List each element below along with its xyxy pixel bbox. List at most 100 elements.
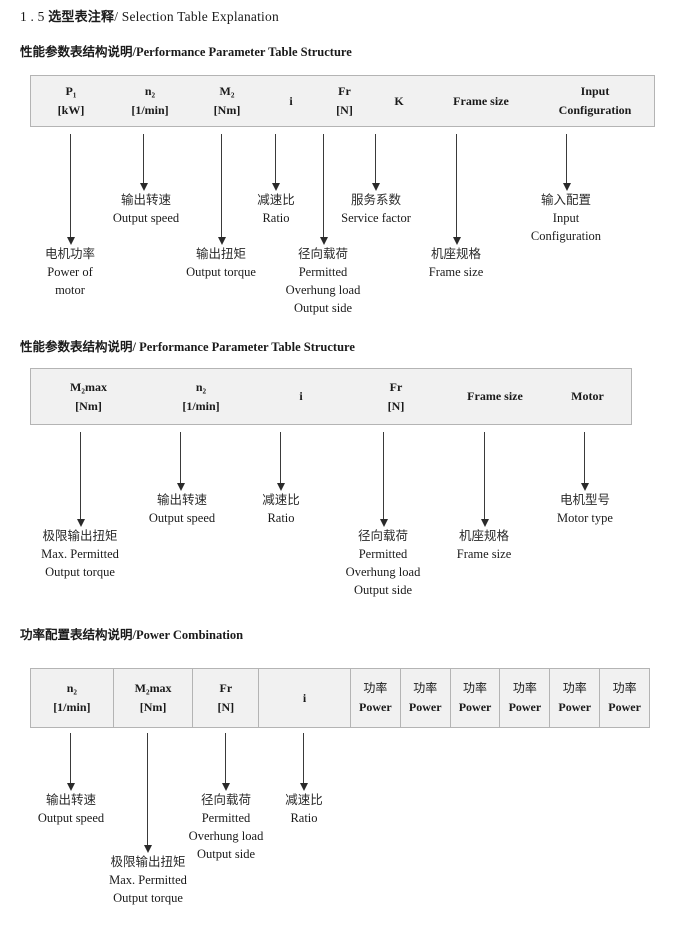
- table-2-col-fr-symbol: Fr: [389, 379, 403, 394]
- annotation-max-permitted-output-torque-en-2: Output torque: [45, 565, 115, 580]
- annotation-output-speed-2-cn: 输出转速: [156, 492, 207, 507]
- table-1-col-m2-symbol: M₂: [219, 84, 235, 99]
- arrow-to-ratio: [271, 134, 280, 191]
- annotation-input-configuration-en-2: Configuration: [530, 229, 602, 244]
- annotation-frame-size-2-en-1: Frame size: [456, 547, 512, 562]
- table-2-col-n2-symbol: n₂: [195, 379, 207, 394]
- table-3-col-power-5-en: Power: [558, 700, 592, 714]
- arrow-to-motor-type: [580, 432, 589, 491]
- section-3-heading-cn: 功率配置表结构说明: [20, 627, 133, 642]
- annotation-frame-size-2-cn: 机座规格: [458, 528, 509, 543]
- table-3-col-fr-unit: [N]: [217, 700, 235, 714]
- table-3-col-power-2: 功率 Power: [399, 669, 450, 727]
- annotation-output-speed: 输出转速 Output speed: [113, 191, 179, 227]
- annotation-permitted-overhung-load-3-en-1: Permitted: [201, 811, 251, 826]
- table-2-col-m2max-unit: [Nm]: [75, 398, 102, 413]
- page-title: 1 . 5 选型表注释/ Selection Table Explanation: [20, 6, 279, 25]
- table-3-col-m2max-symbol: M₂max: [134, 681, 172, 696]
- arrow-to-permitted-overhung-load: [319, 134, 328, 245]
- annotation-ratio-3: 减速比 Ratio: [285, 791, 323, 827]
- table-3-col-power-4-en: Power: [508, 700, 542, 714]
- table-1-col-n2-symbol: n₂: [144, 84, 156, 99]
- annotation-input-configuration-en-1: Input: [552, 211, 580, 226]
- annotation-ratio-3-en-1: Ratio: [290, 811, 318, 826]
- section-1-heading: 性能参数表结构说明/Performance Parameter Table St…: [20, 41, 352, 60]
- annotation-service-factor: 服务系数 Service factor: [341, 191, 411, 227]
- table-3-col-n2-unit: [1/min]: [53, 700, 91, 714]
- table-2-col-m2max: M₂max [Nm]: [31, 369, 146, 424]
- table-3-col-n2: n₂ [1/min]: [31, 669, 113, 727]
- annotation-output-speed-3-en-1: Output speed: [37, 811, 105, 826]
- annotation-ratio-3-cn: 减速比: [285, 792, 323, 807]
- arrow-to-output-torque: [217, 134, 226, 245]
- annotation-permitted-overhung-load-3-en-2: Overhung load: [188, 829, 264, 844]
- annotation-permitted-overhung-load-2-cn: 径向载荷: [357, 528, 409, 543]
- annotation-output-speed-2: 输出转速 Output speed: [149, 491, 215, 527]
- table-1-col-i-symbol: i: [289, 93, 293, 108]
- table-1-col-fr-unit: [N]: [336, 103, 353, 117]
- table-3-col-power-6-en: Power: [608, 700, 641, 714]
- table-1-col-input-configuration-line2: Configuration: [558, 103, 632, 117]
- annotation-permitted-overhung-load-3-cn: 径向载荷: [200, 792, 252, 807]
- arrow-to-ratio-2: [276, 432, 285, 491]
- annotation-ratio-2-cn: 减速比: [262, 492, 300, 507]
- arrow-to-output-speed-2: [176, 432, 185, 491]
- table-2-col-motor-label: Motor: [571, 389, 604, 404]
- annotation-motor-type: 电机型号 Motor type: [557, 491, 613, 527]
- table-2-col-n2: n₂ [1/min]: [146, 369, 256, 424]
- annotation-output-speed-en-1: Output speed: [112, 211, 180, 226]
- annotation-frame-size: 机座规格 Frame size: [429, 245, 484, 281]
- table-1-col-n2: n₂ [1/min]: [111, 76, 189, 126]
- arrow-to-power-of-motor: [66, 134, 75, 245]
- table-1-col-fr-symbol: Fr: [338, 84, 351, 99]
- annotation-motor-type-cn: 电机型号: [559, 492, 610, 507]
- arrow-to-ratio-3: [299, 733, 308, 791]
- table-2-col-frame-size-label: Frame size: [467, 389, 523, 404]
- table-1-col-input-configuration: Input Configuration: [536, 76, 654, 126]
- annotation-permitted-overhung-load-cn: 径向载荷: [297, 246, 349, 261]
- annotation-output-speed-3-cn: 输出转速: [45, 792, 96, 807]
- table-3-col-power-1-cn: 功率: [363, 681, 388, 696]
- annotation-ratio-en-1: Ratio: [262, 211, 290, 226]
- arrow-to-permitted-overhung-load-3: [221, 733, 230, 791]
- table-1-col-n2-unit: [1/min]: [131, 103, 169, 117]
- section-2-heading-separator: /: [132, 340, 136, 354]
- table-3-col-power-5: 功率 Power: [549, 669, 599, 727]
- annotation-power-of-motor-cn: 电机功率: [44, 246, 96, 261]
- arrow-to-input-configuration: [562, 134, 571, 191]
- annotation-max-permitted-output-torque-3-en-1: Max. Permitted: [109, 873, 187, 888]
- section-3-heading-separator: /: [132, 628, 136, 642]
- annotation-permitted-overhung-load-3-en-3: Output side: [197, 847, 255, 862]
- arrow-to-max-permitted-output-torque-3: [143, 733, 152, 853]
- section-2-heading: 性能参数表结构说明/ Performance Parameter Table S…: [20, 336, 355, 355]
- table-2-col-motor: Motor: [544, 369, 631, 424]
- table-3-col-power-3: 功率 Power: [449, 669, 500, 727]
- annotation-max-permitted-output-torque-3: 极限输出扭矩 Max. Permitted Output torque: [109, 853, 187, 907]
- table-3-col-power-6: 功率 Power: [599, 669, 649, 727]
- table-3-col-power-5-cn: 功率: [562, 681, 587, 696]
- annotation-max-permitted-output-torque-en-1: Max. Permitted: [41, 547, 119, 562]
- table-1-col-p1-unit: [kW]: [57, 103, 85, 117]
- annotation-output-torque-cn: 输出扭矩: [195, 246, 247, 261]
- arrow-to-service-factor: [371, 134, 380, 191]
- table-3-col-m2max: M₂max [Nm]: [112, 669, 193, 727]
- annotation-ratio-2: 减速比 Ratio: [262, 491, 300, 527]
- table-2-col-i-symbol: i: [299, 389, 303, 404]
- annotation-output-torque: 输出扭矩 Output torque: [186, 245, 256, 281]
- annotation-service-factor-cn: 服务系数: [350, 192, 402, 207]
- arrow-to-frame-size: [452, 134, 461, 245]
- section-1-heading-en: Performance Parameter Table Structure: [136, 45, 352, 59]
- page-title-en: Selection Table Explanation: [121, 9, 279, 24]
- arrow-to-output-speed-3: [66, 733, 75, 791]
- arrow-to-frame-size-2: [480, 432, 489, 527]
- annotation-power-of-motor-en-1: Power of: [47, 265, 93, 280]
- section-1-heading-separator: /: [132, 45, 136, 59]
- annotation-permitted-overhung-load-2: 径向载荷 Permitted Overhung load Output side: [346, 527, 421, 600]
- performance-parameter-table-1: P₁ [kW] n₂ [1/min] M₂ [Nm] i Fr [N] K Fr…: [30, 75, 655, 127]
- table-3-col-power-4: 功率 Power: [499, 669, 549, 727]
- annotation-permitted-overhung-load-3: 径向载荷 Permitted Overhung load Output side: [189, 791, 264, 864]
- section-1-heading-cn: 性能参数表结构说明: [20, 44, 133, 59]
- table-1-col-m2-unit: [Nm]: [213, 103, 241, 117]
- annotation-permitted-overhung-load: 径向载荷 Permitted Overhung load Output side: [286, 245, 361, 318]
